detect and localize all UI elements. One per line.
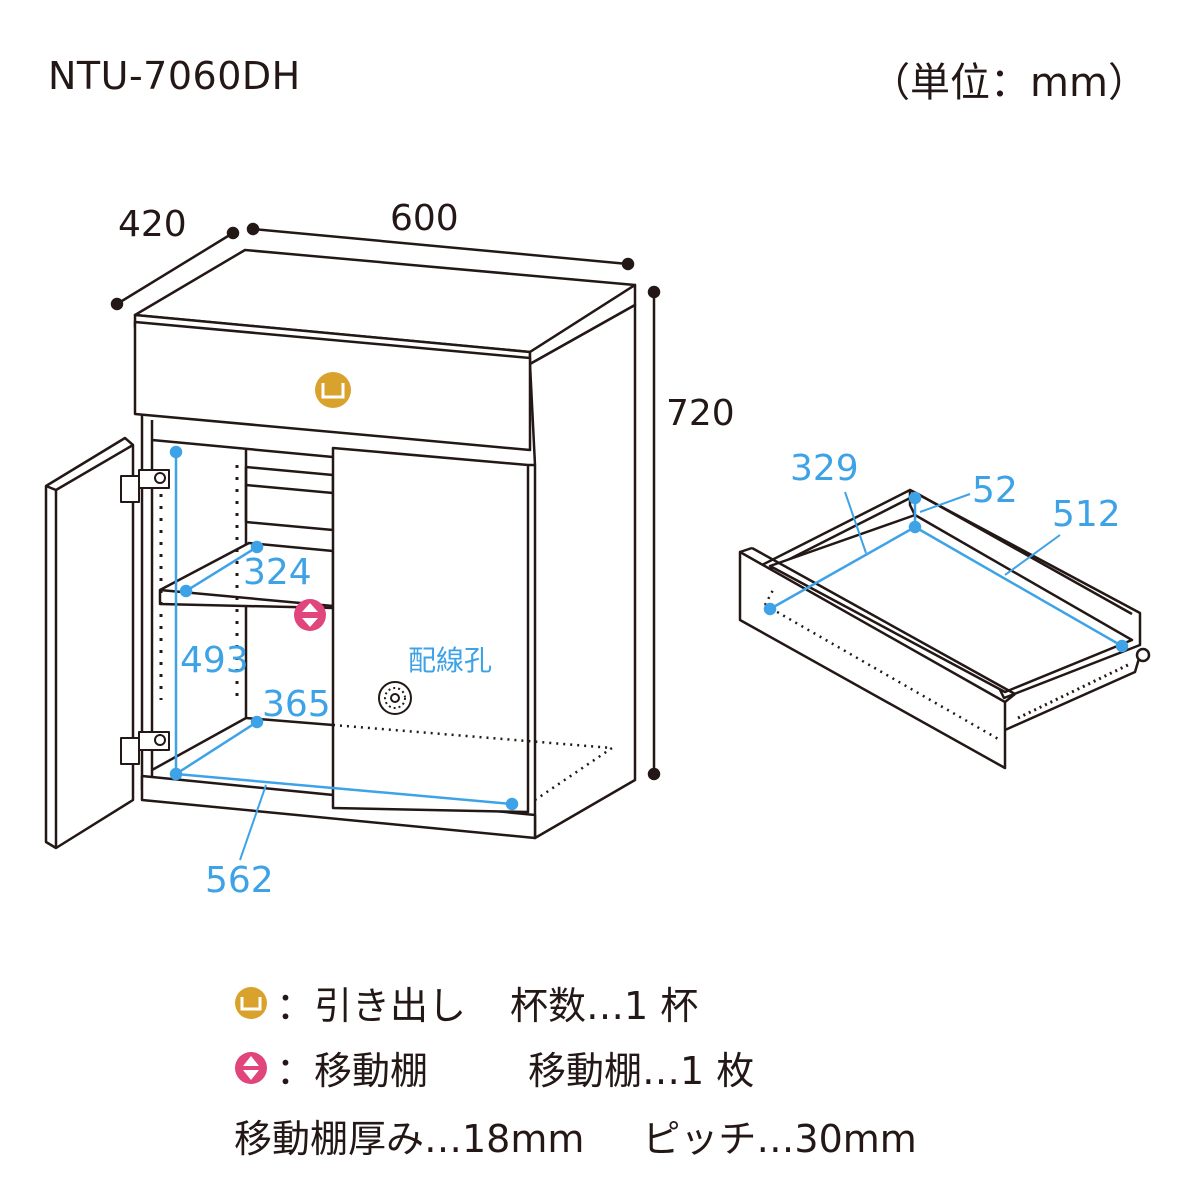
- legend-shelf-row: ：移動棚 移動棚…1 枚: [234, 1040, 754, 1095]
- drawer-dimensions: [763, 491, 1129, 653]
- hinge-upper: [120, 469, 170, 503]
- drawer-depth-label: 329: [790, 448, 859, 489]
- depth-dim-end-a: [110, 297, 124, 311]
- legend-pitch: ピッチ…30mm: [642, 1117, 917, 1161]
- interior-top: [151, 438, 334, 459]
- left-door-top-edge: [45, 484, 57, 492]
- drawer-rail-dotted: [1017, 662, 1131, 720]
- bottom-depth-label: 365: [262, 684, 331, 725]
- model-number: NTU-7060DH: [48, 54, 301, 98]
- shelf-depth-end-a: [179, 584, 193, 598]
- legend-shelf-thickness: 移動棚厚み…18mm: [234, 1117, 585, 1161]
- unit-label: （単位：mm）: [870, 60, 1148, 106]
- width-dim-line: [252, 227, 629, 266]
- legend-drawer-row: ：引き出し 杯数…1 杯: [234, 975, 698, 1030]
- inner-width-leader: [239, 784, 267, 861]
- legend-shelf-count: 移動棚…1 枚: [528, 1049, 755, 1093]
- drawer-floor-dotted: [764, 603, 1001, 742]
- inner-height-label: 493: [180, 640, 249, 681]
- drawer-front-right: [1004, 693, 1016, 703]
- drawer-depth-end-a: [763, 602, 777, 616]
- dimension-labels: 420 600 720 324 493 365 562 配線孔 329 52 5…: [118, 198, 1121, 901]
- outer-dimensions: [110, 222, 661, 781]
- drawer-height-leader: [919, 493, 971, 513]
- right-door: [331, 446, 530, 814]
- depth-dim-end-b: [226, 226, 240, 240]
- drawer-height-label: 52: [972, 470, 1018, 511]
- shelf-depth-line: [185, 545, 258, 593]
- depth-label: 420: [118, 204, 187, 245]
- bottom-depth-end: [250, 715, 264, 729]
- drawer-height-end: [908, 491, 922, 505]
- left-door-top-edge2: [55, 443, 134, 492]
- legend-drawer-label: ：引き出し: [276, 984, 467, 1028]
- drawer-front-panel: [738, 550, 1007, 770]
- inner-dimensions: [169, 445, 519, 861]
- inner-height-end-a: [169, 445, 183, 459]
- drawer-width-leader: [1004, 534, 1061, 576]
- width-dim-end-a: [246, 222, 260, 236]
- interior-upper-box-line: [245, 483, 334, 495]
- drawer-floor-dotted-left: [763, 589, 775, 606]
- legend-drawer-count: 杯数…1 杯: [510, 984, 699, 1028]
- drawer-width-end: [1115, 639, 1129, 653]
- drawer-width-line: [914, 525, 1123, 648]
- inner-width-end: [505, 797, 519, 811]
- drawer-depth-leader: [844, 491, 867, 554]
- inner-width-label: 562: [205, 860, 274, 901]
- hinge-lower: [120, 731, 170, 765]
- drawer-front-top2: [751, 546, 1016, 696]
- drawer-front-top: [739, 546, 753, 554]
- height-label: 720: [666, 393, 735, 434]
- shelf-depth-label: 324: [243, 552, 312, 593]
- drawer-right-inner: [917, 492, 1133, 616]
- inner-width-line: [175, 772, 513, 806]
- drawer-handle-icon: [235, 986, 267, 1019]
- drawer-handle-icon: [315, 372, 351, 408]
- height-dim-end-a: [647, 285, 661, 299]
- drawer-rail-stop: [1135, 647, 1151, 663]
- shelf-depth-end-b: [250, 540, 264, 554]
- legend-shelf-label: ：移動棚: [276, 1049, 429, 1093]
- bottom-depth-line: [175, 720, 258, 776]
- adjustable-shelf-icon: [235, 1051, 267, 1084]
- depth-dim-line: [116, 231, 234, 306]
- legend-spec-row: 移動棚厚み…18mm ピッチ…30mm: [234, 1108, 917, 1163]
- shelf-peg-holes: [159, 465, 239, 700]
- wiring-hole-label: 配線孔: [408, 644, 492, 677]
- width-dim-end-b: [621, 257, 635, 271]
- cabinet-drawing: [44, 248, 637, 850]
- drawer-width-label: 512: [1052, 494, 1121, 535]
- adjustable-shelf-icon: [294, 599, 326, 631]
- drawer-rail: [1004, 654, 1142, 732]
- left-door: [44, 436, 135, 850]
- cabinet-right-side: [528, 303, 637, 840]
- wiring-hole-icon: [378, 681, 412, 715]
- drawer-depth-line: [769, 525, 916, 611]
- interior-upper-box: [244, 465, 335, 532]
- height-dim-end-b: [647, 767, 661, 781]
- width-label: 600: [390, 198, 459, 239]
- interior-bottom-left: [151, 716, 247, 772]
